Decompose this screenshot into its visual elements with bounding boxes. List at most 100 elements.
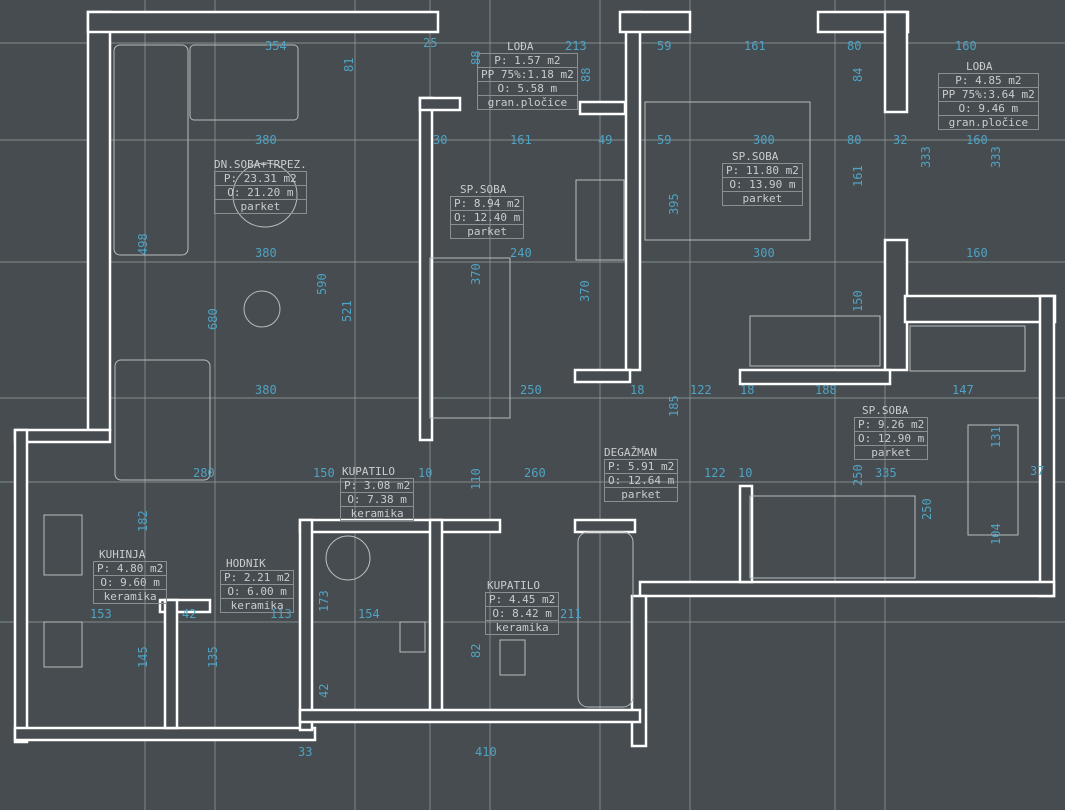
dimension: 211: [560, 607, 582, 621]
room-perimeter: O: 12.40 m: [451, 211, 524, 225]
room-name: DN.SOBA+TRPEZ.: [214, 158, 307, 171]
room-perimeter: O: 12.64 m: [605, 474, 678, 488]
room-area: P: 4.80 m2: [94, 562, 167, 576]
dimension: 498: [136, 233, 150, 255]
dimension: 213: [565, 39, 587, 53]
desk-2: [575, 179, 625, 261]
dimension: 160: [966, 133, 988, 147]
toilet: [399, 621, 426, 653]
dimension: 161: [851, 165, 865, 187]
dimension: 59: [657, 133, 672, 147]
sofa: [113, 44, 189, 256]
room-floor: gran.pločice: [487, 96, 568, 109]
room-floor: gran.pločice: [948, 116, 1029, 129]
wardrobe-right: [909, 325, 1026, 372]
dimension: 59: [657, 39, 672, 53]
dimension: 380: [255, 383, 277, 397]
dimension: 80: [847, 133, 862, 147]
dimension: 335: [875, 466, 897, 480]
room-area: P: 4.45 m2: [486, 593, 559, 607]
room-floor: keramika: [230, 599, 284, 612]
dimension: 18: [740, 383, 755, 397]
dimension: 18: [630, 383, 645, 397]
coffee-table: [243, 290, 281, 328]
dimension: 354: [265, 39, 287, 53]
bed-small: [429, 257, 511, 419]
dimension: 104: [989, 523, 1003, 545]
room-perimeter: O: 21.20 m: [215, 186, 306, 200]
dimension: 42: [182, 607, 197, 621]
room-usable-area: PP 75%:3.64 m2: [939, 88, 1038, 102]
dimension: 147: [952, 383, 974, 397]
dimension: 240: [510, 246, 532, 260]
room-floor: keramika: [350, 507, 404, 520]
dimension: 188: [815, 383, 837, 397]
dimension: 25: [423, 36, 438, 50]
shower: [325, 535, 371, 581]
dimension: 300: [753, 246, 775, 260]
dimension: 30: [433, 133, 448, 147]
dimension: 260: [524, 466, 546, 480]
dimension: 122: [704, 466, 726, 480]
room-name: SP.SOBA: [732, 150, 779, 163]
room-name: LOĐA: [507, 40, 534, 53]
bed-right: [749, 495, 916, 579]
dimension: 410: [475, 745, 497, 759]
room-name: KUPATILO: [487, 579, 540, 592]
dimension: 135: [206, 646, 220, 668]
dimension: 380: [255, 133, 277, 147]
room-floor: parket: [871, 446, 911, 459]
room-name: HODNIK: [226, 557, 266, 570]
sofa-section: [189, 44, 299, 121]
dimension: 122: [690, 383, 712, 397]
dimension: 80: [847, 39, 862, 53]
room-area: P: 5.91 m2: [605, 460, 678, 474]
dimension: 250: [851, 464, 865, 486]
room-area: P: 11.80 m2: [723, 164, 802, 178]
dimension: 49: [598, 133, 613, 147]
dimension: 81: [342, 57, 356, 72]
room-name: SP.SOBA: [862, 404, 909, 417]
dimension: 42: [317, 683, 331, 698]
dimension: 10: [418, 466, 433, 480]
room-floor: parket: [621, 488, 661, 501]
room-floor: keramika: [495, 621, 549, 634]
room-perimeter: O: 5.58 m: [478, 82, 577, 96]
room-perimeter: O: 7.38 m: [341, 493, 414, 507]
dimension: 333: [919, 146, 933, 168]
room-perimeter: O: 13.90 m: [723, 178, 802, 192]
room-usable-area: PP 75%:1.18 m2: [478, 68, 577, 82]
room-area: P: 3.08 m2: [341, 479, 414, 493]
room-area: P: 1.57 m2: [478, 54, 577, 68]
bed-double: [644, 101, 811, 241]
sink: [43, 514, 83, 576]
dimension: 150: [313, 466, 335, 480]
dimension: 182: [136, 510, 150, 532]
dimension: 32: [893, 133, 908, 147]
room-floor: parket: [467, 225, 507, 238]
room-perimeter: O: 9.60 m: [94, 576, 167, 590]
desk: [967, 424, 1019, 536]
stove: [43, 621, 83, 668]
furniture: [43, 44, 1026, 708]
dimension: 154: [358, 607, 380, 621]
dimension: 370: [469, 263, 483, 285]
dimension: 380: [255, 246, 277, 260]
room-area: P: 8.94 m2: [451, 197, 524, 211]
dimension: 37: [1030, 464, 1045, 478]
dimension: 300: [753, 133, 775, 147]
dimension: 250: [920, 498, 934, 520]
dimension: 10: [738, 466, 753, 480]
round-table: [232, 162, 298, 228]
walls: [13, 10, 1057, 748]
